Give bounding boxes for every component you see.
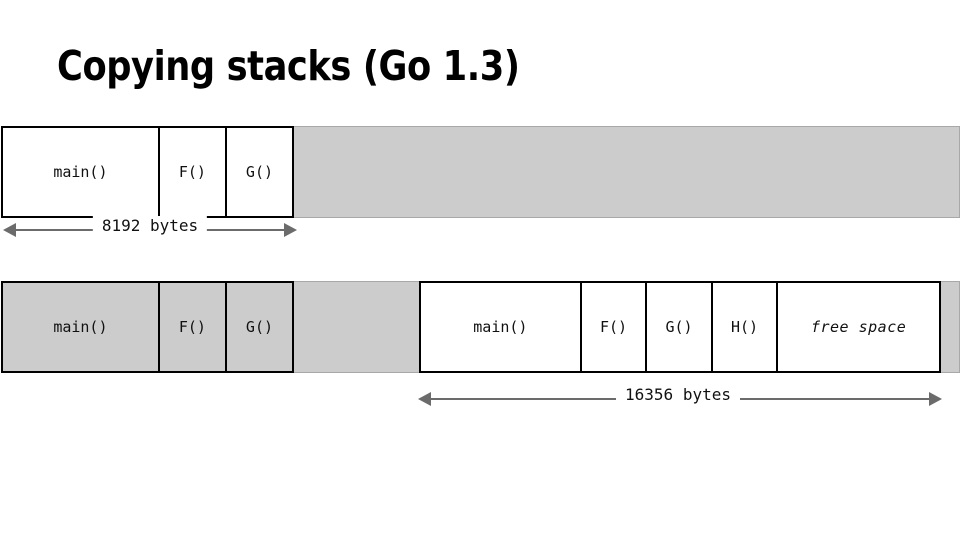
new-stack-copied-frames: main() F() G() H() free space [419,281,941,373]
old-stack-size-measure: 8192 bytes [3,216,297,241]
free-space-label: free space [810,318,907,336]
stack-frame-cell[interactable]: F() [159,283,227,371]
stack-frame-label: G() [665,318,693,336]
stack-frame-label: F() [599,318,628,336]
stack-frame-cell[interactable]: main() [421,283,582,371]
stack-frame-cell[interactable]: G() [647,283,713,371]
stack-frame-label: F() [178,318,206,336]
stack-frame-cell[interactable]: G() [226,283,293,371]
stack-frame-label: G() [245,318,274,336]
page-title: Copying stacks (Go 1.3) [57,42,520,90]
new-stack-old-frames: main() F() G() [1,281,294,373]
arrow-left-icon [418,392,431,406]
stack-frame-label: F() [178,163,206,181]
stack-frame-cell[interactable]: H() [712,283,779,371]
measure-label: 8192 bytes [92,216,208,235]
stack-frame-cell[interactable]: G() [226,128,293,216]
stack-frame-cell[interactable]: main() [3,283,160,371]
arrow-right-icon [929,392,942,406]
old-stack-frames: main() F() G() [1,126,294,218]
stack-frame-cell[interactable]: F() [581,283,648,371]
free-space-cell[interactable]: free space [778,283,939,371]
measure-label: 16356 bytes [616,385,740,404]
stack-frame-label: main() [53,318,108,336]
stack-frame-label: G() [245,163,274,181]
stack-frame-cell[interactable]: main() [3,128,160,216]
new-stack-size-measure: 16356 bytes [418,385,942,410]
stack-frame-label: H() [730,318,759,336]
arrow-left-icon [3,223,16,237]
stack-frame-label: main() [53,163,108,181]
arrow-right-icon [284,223,297,237]
stack-frame-label: main() [473,318,528,336]
stack-frame-cell[interactable]: F() [159,128,227,216]
